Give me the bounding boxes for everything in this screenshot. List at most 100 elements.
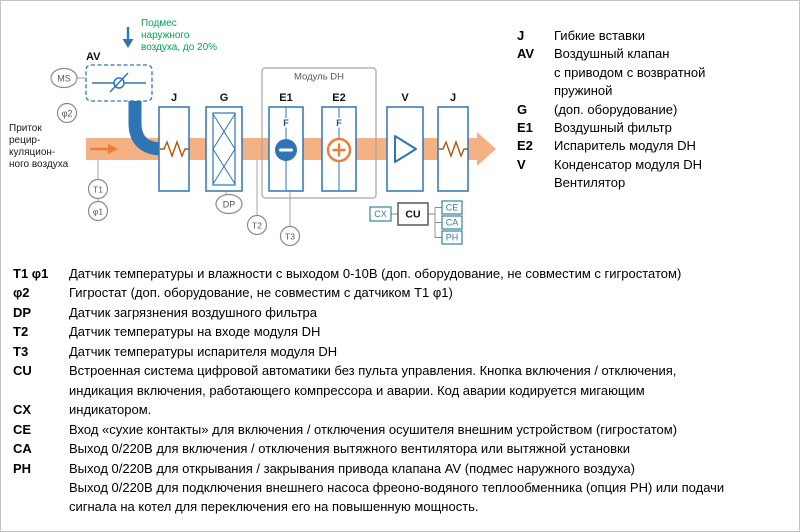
t3-sensor-circle (279, 225, 301, 247)
legend-text: с приводом с возвратной (554, 64, 706, 80)
module-dh-label: Модуль DH (294, 72, 344, 83)
legend-text: Выход 0/220В для открывания / закрывания… (69, 460, 635, 476)
legend-row: J Гибкие вставки (517, 27, 705, 45)
legend-row: CX индикатором. (13, 400, 724, 419)
legend-text: Воздушный фильтр (554, 120, 672, 136)
legend-row: φ2 Гигростат (доп. оборудование, не совме… (13, 283, 724, 302)
t1-label: T1 (93, 185, 103, 195)
t3-label: T3 (285, 232, 295, 242)
outside-air-pipe (128, 97, 164, 156)
legend-key: E1 (517, 120, 533, 136)
e2-f-label: F (336, 118, 342, 128)
t2-label: T2 (252, 221, 262, 231)
legend-key (13, 381, 69, 400)
component-legend: J Гибкие вставки AV Воздушный клапан с при… (517, 27, 705, 193)
ms-label: MS (57, 74, 71, 84)
g-label: G (220, 92, 229, 104)
legend-text: Воздушный клапан (554, 46, 670, 62)
unit-diagram: Модуль DH J G F E1 F E2 V J (9, 18, 496, 247)
legend-row: пружиной (517, 82, 705, 100)
legend-text: Гигростат (доп. оборудование, не совмест… (69, 285, 453, 301)
ph-label: PH (446, 233, 459, 243)
legend-text: Выход 0/220В для включения / отключения … (69, 441, 630, 457)
legend-key: T1 φ1 (13, 266, 49, 281)
outside-air-arrow-head (122, 39, 134, 48)
legend-row: G(доп. оборудование) (517, 101, 705, 119)
flexible-insert-icon-2 (439, 139, 468, 159)
legend-key: T2 (13, 324, 29, 340)
ms-sensor-oval (50, 67, 78, 89)
cu-label: CU (405, 209, 420, 221)
e1-f-label: F (283, 118, 289, 128)
legend-text: Вход «сухие контакты» для включения / от… (69, 421, 678, 437)
intake-label-line2: рецир- (9, 135, 40, 146)
control-wiring-lines (391, 207, 442, 238)
outside-air-label-line1: Подмес (141, 18, 177, 29)
dp-label: DP (223, 200, 236, 210)
legend-text: индикатором. (69, 402, 152, 418)
legend-key: V (517, 156, 526, 172)
v-label: V (401, 92, 409, 104)
ca-label: CA (446, 218, 459, 228)
legend-row: E2 Испаритель модуля DH (517, 137, 705, 155)
av-valve-blade (109, 72, 129, 93)
legend-key: AV (517, 46, 535, 62)
control-ph-box (441, 230, 463, 245)
control-cx-box (369, 206, 392, 222)
legend-text: сигнала на котел для переключения его на… (69, 499, 479, 515)
legend-text: Датчик температуры на входе модуля DH (69, 324, 321, 340)
legend-text: Датчик температуры испарителя модуля DH (69, 343, 338, 359)
legend-key: E2 (517, 138, 533, 154)
legend-row: DP Датчик загрязнения воздушного фильтра (13, 303, 724, 322)
legend-row: T2 Датчик температуры на входе модуля DH (13, 322, 724, 341)
phi2-sensor-circle (56, 102, 78, 124)
legend-text: Датчик загрязнения воздушного фильтра (69, 304, 318, 320)
outside-air-label-line2: наружного (141, 30, 190, 41)
legend-text: (доп. оборудование) (554, 101, 678, 117)
legend-text: Выход 0/220В для подключения внешнего на… (69, 479, 725, 495)
legend-text: Встроенная система цифровой автоматики б… (69, 363, 677, 379)
legend-key: φ2 (13, 285, 30, 301)
legend-text: Гибкие вставки (554, 28, 645, 43)
legend-row: Вентилятор (517, 174, 705, 192)
legend-row: CA Выход 0/220В для включения / отключени… (13, 439, 724, 458)
control-ca-box (441, 215, 463, 230)
legend-row: Выход 0/220В для подключения внешнего на… (13, 478, 724, 497)
t1-sensor-circle (87, 178, 109, 200)
component-box-g (205, 106, 243, 192)
legend-row: CE Вход «сухие контакты» для включения / … (13, 420, 724, 439)
ce-label: CE (446, 203, 459, 213)
filter-icon-lattice (212, 113, 236, 185)
legend-row: индикация включения, работающего компрес… (13, 381, 724, 400)
t2-sensor-circle (246, 214, 268, 236)
e1-label: E1 (279, 92, 292, 104)
dp-sensor-oval (215, 193, 243, 215)
legend-key (517, 82, 554, 100)
outside-air-label-line3: воздуха, до 20% (141, 42, 217, 53)
legend-key (13, 478, 69, 497)
legend-key: DP (13, 304, 32, 320)
legend-text: Вентилятор (554, 175, 626, 191)
control-ce-box (441, 200, 463, 215)
legend-text: Испаритель модуля DH (554, 138, 696, 154)
legend-key: J (517, 28, 525, 43)
control-cu-box (397, 202, 429, 226)
cx-label: CX (374, 209, 387, 219)
intake-label-line3: куляцион- (9, 147, 55, 158)
intake-label-line1: Приток (9, 123, 42, 134)
legend-key: CA (13, 441, 32, 457)
legend-row: сигнала на котел для переключения его на… (13, 497, 724, 516)
legend-key: CX (13, 402, 32, 418)
phi1-label: φ1 (93, 207, 104, 217)
flow-start-arrow-head (108, 144, 118, 154)
legend-key: CE (13, 421, 32, 437)
flexible-insert-icon-1 (160, 139, 189, 159)
module-dh-box (261, 67, 377, 199)
fan-triangle-icon (394, 135, 417, 163)
legend-text: индикация включения, работающего компрес… (69, 382, 645, 398)
